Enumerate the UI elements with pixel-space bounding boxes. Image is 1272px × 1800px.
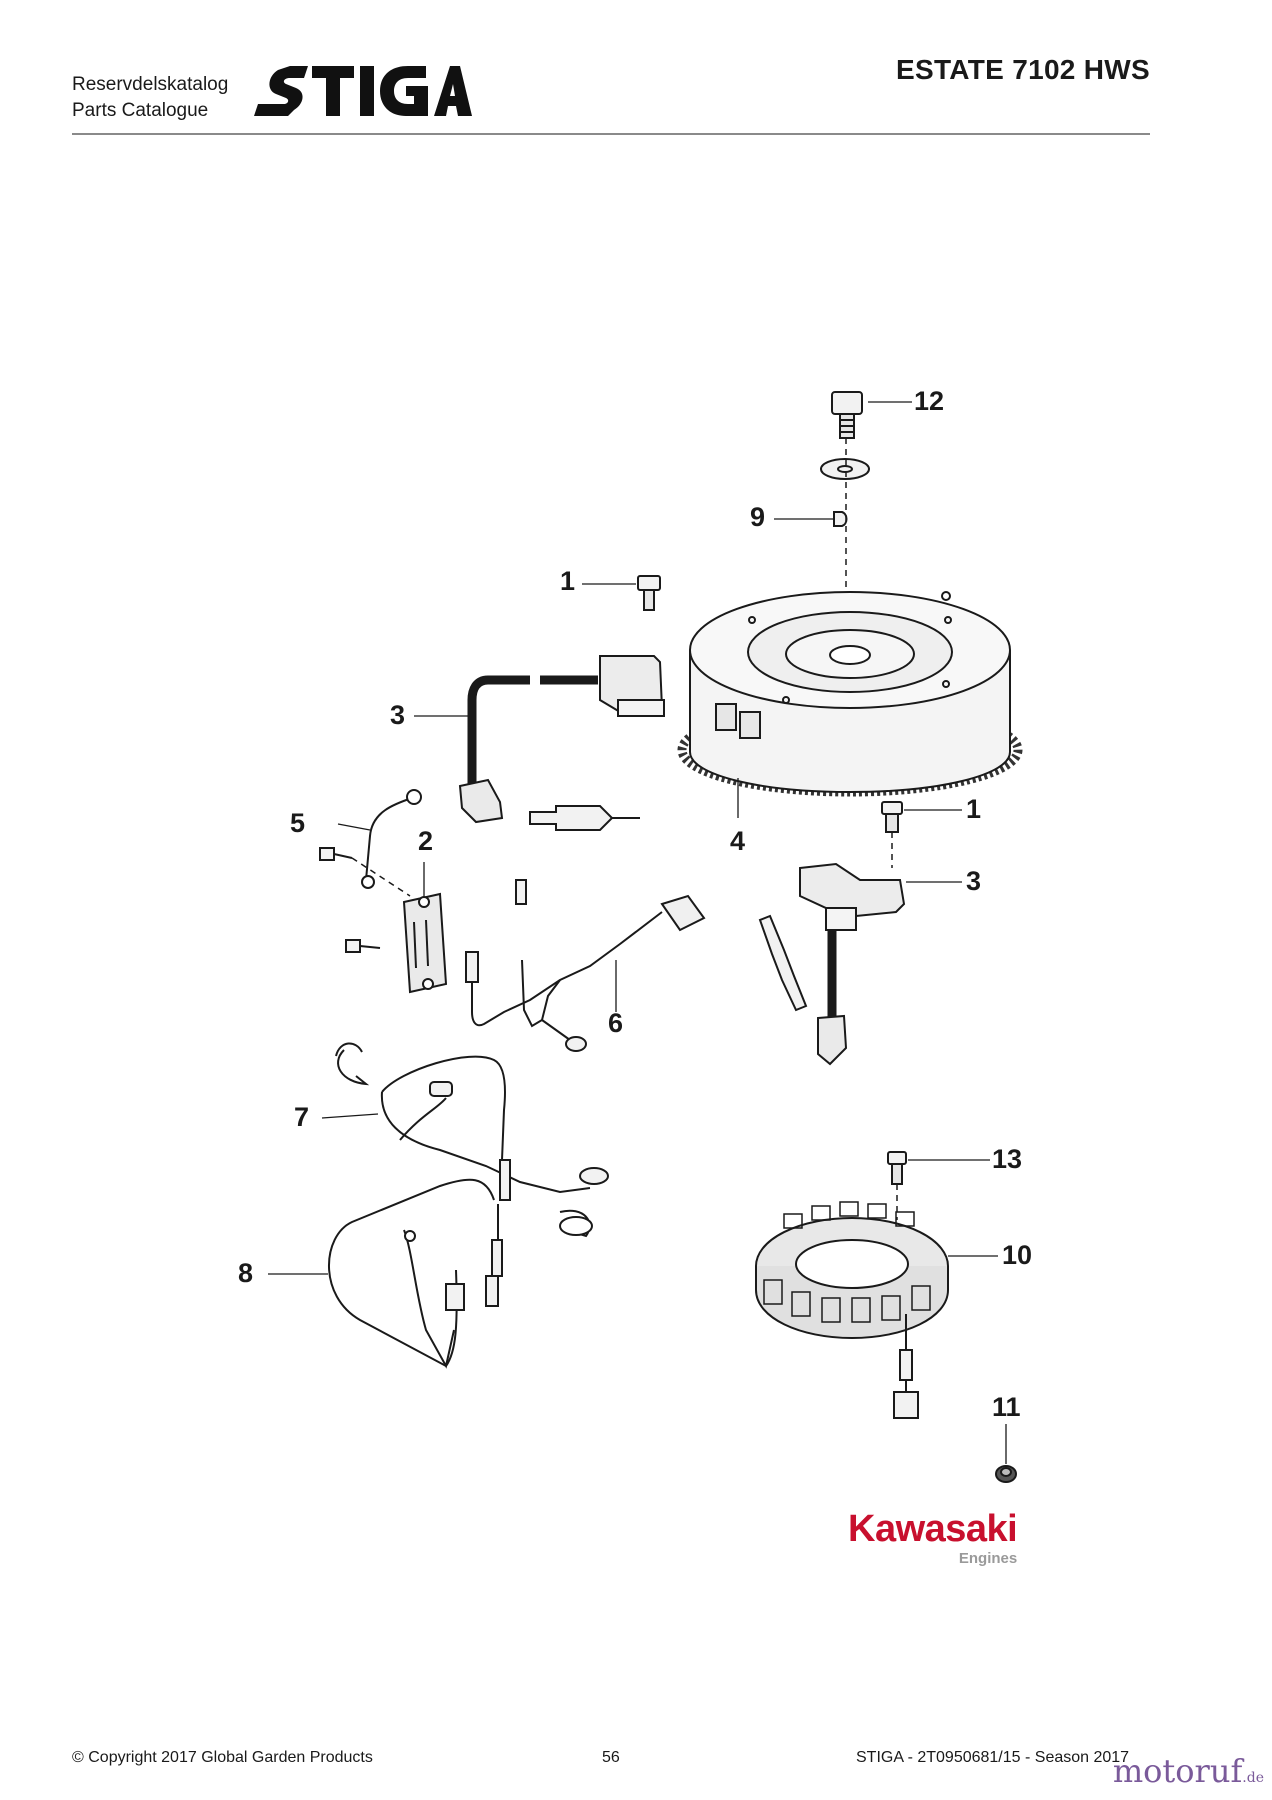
screw-lower-left	[345, 939, 381, 953]
wiring-harness-6	[465, 879, 706, 1052]
wiring-harness-7	[335, 1042, 609, 1238]
callout-4: 4	[730, 826, 746, 856]
kawasaki-engines: Engines	[958, 1550, 1018, 1567]
footer-copyright: © Copyright 2017 Global Garden Products	[72, 1749, 373, 1766]
screw-13	[887, 1151, 907, 1185]
bolt-1-upper	[637, 575, 661, 611]
ignition-coil-3-lower	[758, 862, 906, 1066]
key-9	[833, 511, 848, 527]
callout-6: 6	[608, 1008, 624, 1038]
catalog-title-english: Parts Catalogue	[72, 100, 209, 121]
footer-reference: STIGA - 2T0950681/15 - Season 2017	[856, 1749, 1130, 1766]
bolt-12	[831, 391, 863, 439]
callout-3-lower: 3	[966, 866, 982, 896]
callout-10: 10	[1002, 1240, 1033, 1270]
callout-11: 11	[992, 1392, 1021, 1422]
catalog-title: Reservdelskatalog Parts Catalogue	[72, 72, 228, 124]
stator-10	[755, 1201, 949, 1419]
header-divider	[72, 133, 1150, 135]
flywheel-4	[677, 591, 1023, 797]
wiring-harness-8	[328, 1178, 503, 1369]
model-name: ESTATE 7102 HWS	[896, 54, 1150, 85]
callout-13: 13	[992, 1144, 1023, 1174]
ground-lead-5	[361, 789, 422, 889]
callout-2: 2	[418, 826, 434, 856]
stiga-logo	[254, 66, 472, 116]
nut-11	[995, 1465, 1017, 1483]
callout-9: 9	[750, 502, 766, 532]
watermark-suffix: .de	[1242, 1770, 1264, 1786]
washer	[820, 458, 870, 480]
ignition-coil-3-upper	[458, 655, 665, 831]
kawasaki-name: Kawasaki	[848, 1508, 1018, 1550]
callout-3-upper: 3	[390, 700, 406, 730]
callout-1-upper: 1	[560, 566, 576, 596]
watermark: motoruf.de	[1113, 1752, 1264, 1790]
regulator-2	[402, 892, 448, 994]
callout-5: 5	[290, 808, 306, 838]
catalog-title-swedish: Reservdelskatalog	[72, 74, 229, 95]
callout-12: 12	[914, 386, 945, 416]
footer-page-number: 56	[602, 1749, 620, 1766]
watermark-name: motoruf	[1112, 1752, 1243, 1790]
bolt-1-lower	[881, 801, 903, 833]
screw-upper-left	[319, 847, 353, 861]
callout-8: 8	[238, 1258, 254, 1288]
callout-1-lower: 1	[966, 794, 982, 824]
callout-7: 7	[294, 1102, 310, 1132]
kawasaki-logo: Kawasaki Engines	[848, 1508, 1018, 1567]
